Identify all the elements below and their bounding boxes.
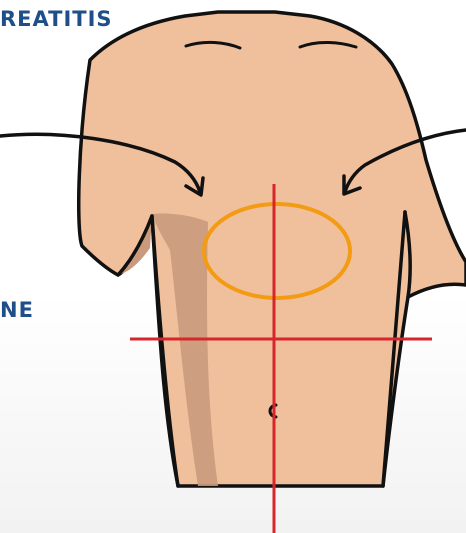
side-label-fragment-text: NE xyxy=(0,298,34,322)
title-fragment-text: REATITIS xyxy=(0,7,113,31)
